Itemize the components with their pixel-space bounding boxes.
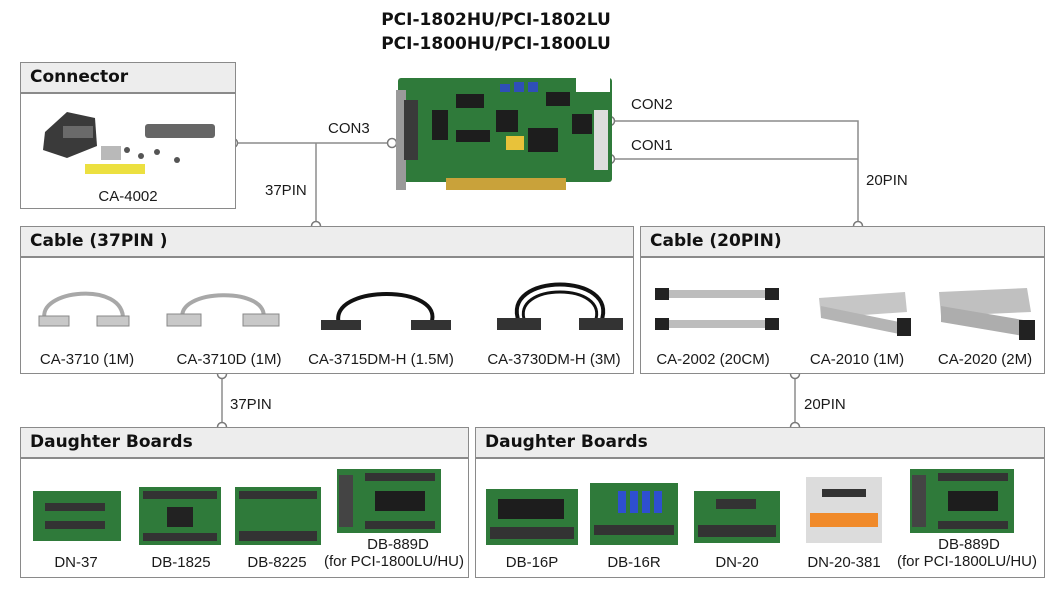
- db-889d-right-note: (for PCI-1800LU/HU): [896, 553, 1038, 570]
- ca-4002-label: CA-4002: [98, 188, 158, 205]
- dn-37-image: [33, 491, 121, 541]
- db-8225-label: DB-8225: [247, 554, 307, 571]
- db-889d-left-image: [337, 469, 441, 533]
- pci-card-image: [396, 78, 612, 190]
- ca-3710-image: [38, 291, 130, 327]
- db-16r-image: [590, 483, 678, 545]
- ca-2020-image: [939, 288, 1035, 340]
- db-1825-image: [139, 487, 221, 545]
- daughter-right-box: DB-16P DB-16R DN-20 DN-20-381 DB-889D (f…: [475, 458, 1045, 578]
- ca-2010-label: CA-2010 (1M): [809, 351, 905, 368]
- cable37-header: Cable (37PIN ): [20, 226, 634, 257]
- connector-box: CA-4002: [20, 93, 236, 209]
- connector-header: Connector: [20, 62, 236, 93]
- ca-2020-label: CA-2020 (2M): [937, 351, 1033, 368]
- pin20-top-label: 20PIN: [866, 172, 908, 189]
- product-title-line1: PCI-1802HU/PCI-1802LU: [381, 10, 611, 30]
- ca-2010-image: [819, 292, 911, 336]
- db-889d-right-image: [910, 469, 1014, 533]
- con2-line: [612, 120, 859, 226]
- dn-20-label: DN-20: [715, 554, 759, 571]
- con2-label: CON2: [631, 96, 673, 113]
- ca-4002-image: [43, 112, 215, 174]
- ca-3730dm-h-image: [497, 282, 623, 330]
- ca-3710d-label: CA-3710D (1M): [176, 351, 282, 368]
- db-889d-left-note: (for PCI-1800LU/HU): [323, 553, 465, 570]
- db-1825-label: DB-1825: [151, 554, 211, 571]
- ca-3710-label: CA-3710 (1M): [39, 351, 135, 368]
- dn-20-image: [694, 491, 780, 543]
- daughter-right-header: Daughter Boards: [475, 427, 1045, 458]
- db-16p-image: [486, 489, 578, 545]
- con1-label: CON1: [631, 137, 673, 154]
- db-889d-left-label: DB-889D: [367, 536, 429, 553]
- cable20-box: CA-2002 (20CM) CA-2010 (1M) CA-2020 (2M): [640, 257, 1045, 374]
- ca-2002-label: CA-2002 (20CM): [656, 351, 770, 368]
- db-16r-label: DB-16R: [607, 554, 661, 571]
- pin37-bottom-label: 37PIN: [230, 396, 272, 413]
- db-889d-right-label: DB-889D: [938, 536, 1000, 553]
- pin37-top-label: 37PIN: [265, 182, 307, 199]
- cable37-box: CA-3710 (1M) CA-3710D (1M) CA-3715DM-H (…: [20, 257, 634, 374]
- dn-37-label: DN-37: [54, 554, 98, 571]
- ca-3715dm-h-label: CA-3715DM-H (1.5M): [308, 351, 454, 368]
- ca-3715dm-h-image: [321, 292, 451, 330]
- db-8225-image: [235, 487, 321, 545]
- cable20-header: Cable (20PIN): [640, 226, 1045, 257]
- ca-3710d-image: [166, 293, 280, 327]
- daughter-left-header: Daughter Boards: [20, 427, 469, 458]
- ca-2002-image: [655, 288, 779, 330]
- daughter-left-box: DN-37 DB-1825 DB-8225 DB-889D (for PCI-1…: [20, 458, 469, 578]
- dn-20-381-label: DN-20-381: [807, 554, 881, 571]
- product-title-line2: PCI-1800HU/PCI-1800LU: [381, 34, 611, 54]
- ca-3730dm-h-label: CA-3730DM-H (3M): [487, 351, 621, 368]
- pin20-bottom-label: 20PIN: [804, 396, 846, 413]
- con3-label: CON3: [328, 120, 370, 137]
- db-16p-label: DB-16P: [505, 554, 559, 571]
- dn-20-381-image: [806, 477, 882, 543]
